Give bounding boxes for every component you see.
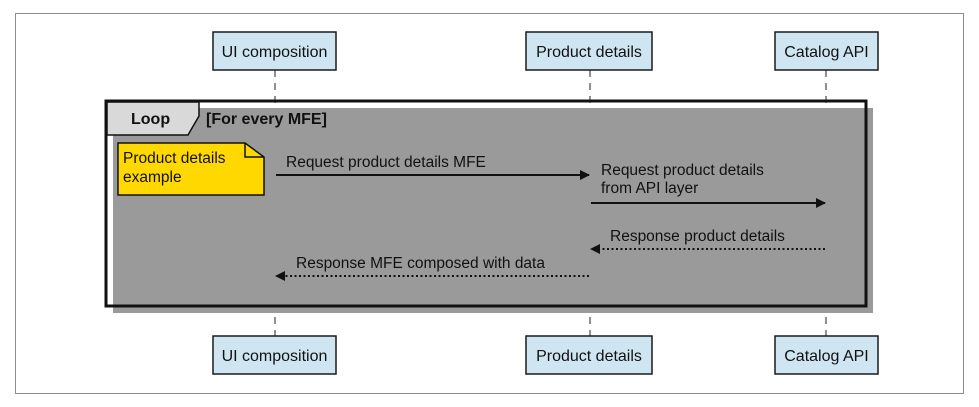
participant-product-top-label: Product details <box>536 44 642 61</box>
participant-catalog-bottom-label: Catalog API <box>784 348 869 365</box>
participant-catalog-top-label: Catalog API <box>784 44 869 61</box>
message-3-label: Response product details <box>610 228 785 245</box>
participant-ui-top: UI composition <box>212 31 337 71</box>
message-1-label: Request product details MFE <box>286 154 486 171</box>
note-line-2: example <box>123 169 182 186</box>
loop-frame <box>104 99 868 308</box>
participant-product-bottom: Product details <box>525 335 653 375</box>
note-line-1: Product details <box>123 150 226 167</box>
message-2-label-line-1: Request product details <box>601 162 764 179</box>
participant-ui-bottom-label: UI composition <box>222 348 328 365</box>
participant-product-bottom-label: Product details <box>536 348 642 365</box>
loop-tag <box>106 101 200 136</box>
message-2-label-line-2: from API layer <box>601 180 698 197</box>
participant-ui-top-label: UI composition <box>222 44 328 61</box>
participant-product-top: Product details <box>525 31 653 71</box>
message-4-label: Response MFE composed with data <box>296 255 545 272</box>
note <box>117 142 265 196</box>
note-fold <box>244 143 264 158</box>
loop-condition: [For every MFE] <box>206 111 327 128</box>
participant-ui-bottom: UI composition <box>212 335 337 375</box>
loop-shadow <box>113 108 873 313</box>
participant-catalog-bottom: Catalog API <box>774 335 879 375</box>
loop-tag-label: Loop <box>131 111 170 128</box>
participant-catalog-top: Catalog API <box>774 31 879 71</box>
